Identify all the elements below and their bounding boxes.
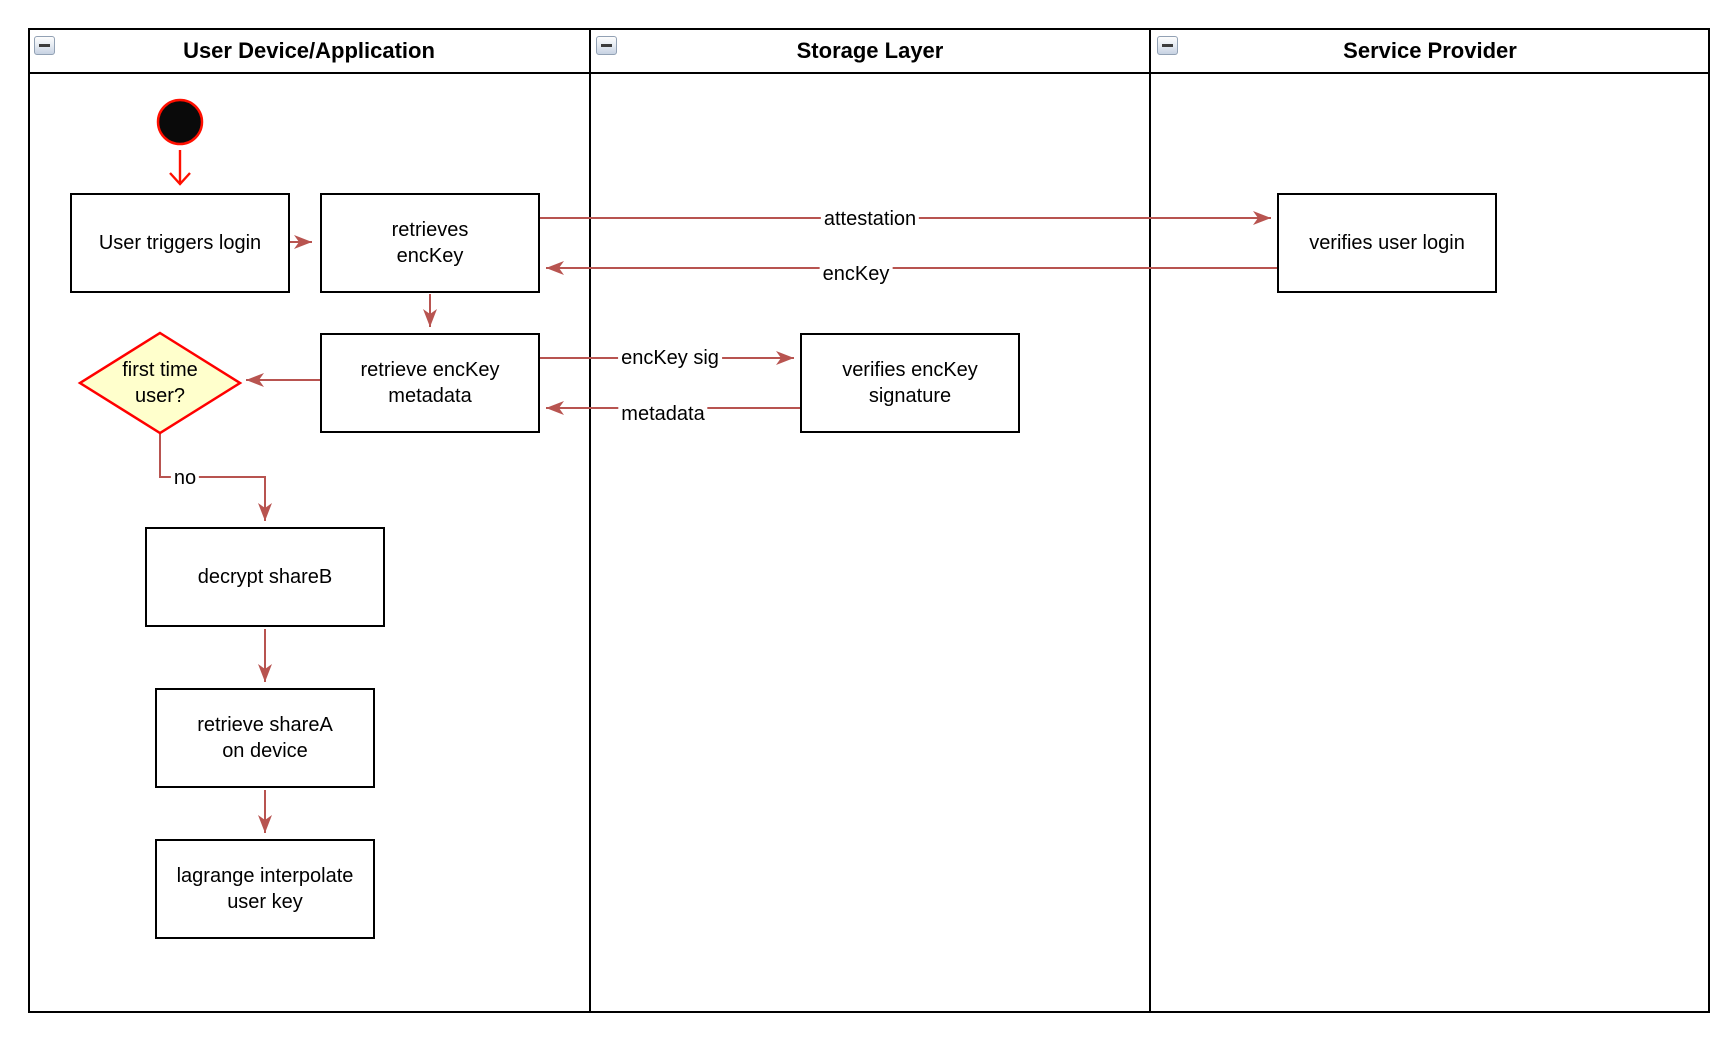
node-verifies-enckey-signature[interactable]: verifies encKey signature (800, 333, 1020, 433)
edge-label-enckey: encKey (819, 262, 893, 286)
edge-label-no: no (170, 466, 200, 490)
edge-label-attestation: attestation (820, 207, 920, 231)
lane-title-storage-layer: Storage Layer (796, 37, 944, 63)
lane-title-service-provider: Service Provider (1343, 37, 1517, 63)
start-node[interactable] (156, 98, 204, 146)
edge-label-metadata: metadata (618, 402, 708, 426)
node-user-triggers-login[interactable]: User triggers login (70, 193, 290, 293)
lane-title-user-device: User Device/Application (183, 37, 435, 63)
minus-glyph (39, 44, 50, 47)
lane-header-underline (28, 72, 1710, 74)
edge-no-branch (159, 434, 272, 521)
node-lagrange-interpolate[interactable]: lagrange interpolate user key (155, 839, 375, 939)
collapse-minus-icon[interactable] (596, 36, 617, 55)
node-verifies-user-login[interactable]: verifies user login (1277, 193, 1497, 293)
edge-label-enckey-sig: encKey sig (618, 346, 722, 370)
lane-divider (589, 28, 591, 1013)
node-retrieve-sharea[interactable]: retrieve shareA on device (155, 688, 375, 788)
minus-glyph (601, 44, 612, 47)
decision-first-time-user[interactable] (77, 331, 243, 435)
node-retrieve-enckey-metadata[interactable]: retrieve encKey metadata (320, 333, 540, 433)
node-retrieves-enckey[interactable]: retrieves encKey (320, 193, 540, 293)
swimlane-pool (28, 28, 1710, 1013)
collapse-minus-icon[interactable] (1157, 36, 1178, 55)
minus-glyph (1162, 44, 1173, 47)
node-decrypt-shareb[interactable]: decrypt shareB (145, 527, 385, 627)
collapse-minus-icon[interactable] (34, 36, 55, 55)
lane-divider (1149, 28, 1151, 1013)
